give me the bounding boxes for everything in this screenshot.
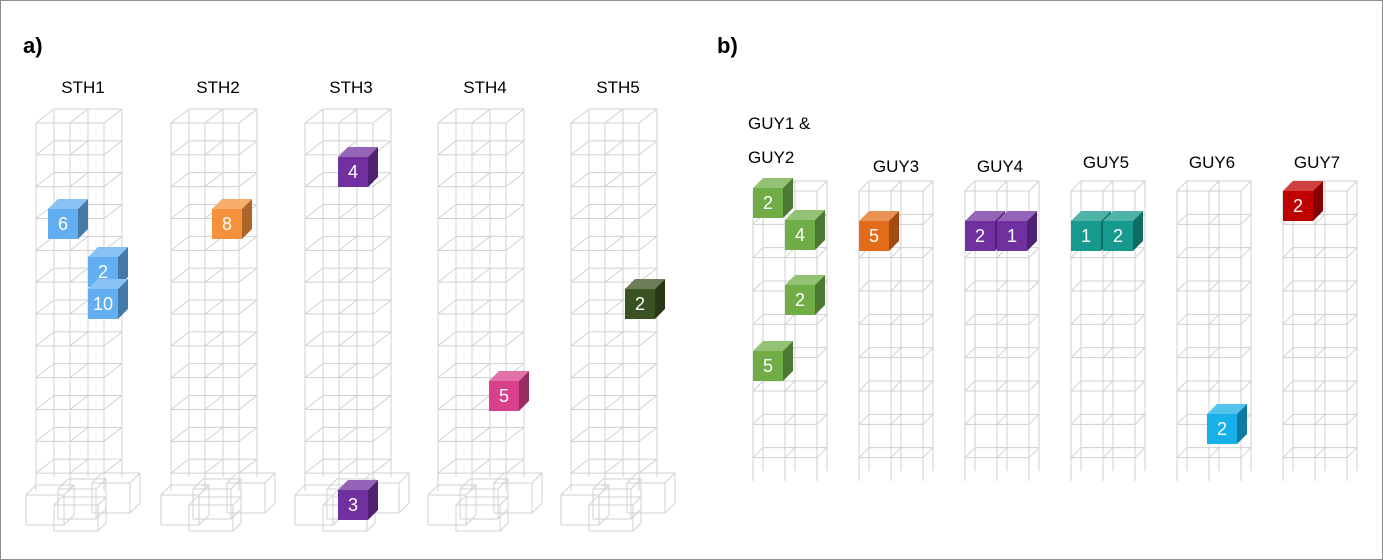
panel-a-cube-value: 2	[98, 262, 108, 282]
panel-b-cube: 2	[785, 275, 825, 315]
panel-a-cube-value: 10	[93, 294, 113, 314]
panel-b-cube-value: 5	[869, 226, 879, 246]
panel-b-cube: 4	[785, 210, 825, 250]
guy1-guy2-label-line2: GUY2	[748, 148, 794, 167]
panel-b-cube-value: 1	[1081, 226, 1091, 246]
panel-a-cube: 10	[88, 279, 128, 319]
panel-b-cube: 2	[1283, 181, 1323, 221]
panel-a-cube-value: 5	[499, 386, 509, 406]
panel-b-cube-value: 2	[1293, 196, 1303, 216]
panel-b-cube-value: 2	[795, 290, 805, 310]
panel-b-cube-value: 2	[1217, 419, 1227, 439]
sth4-label: STH4	[463, 78, 506, 97]
tower-base	[25, 472, 141, 532]
panel-a-cube-value: 8	[222, 214, 232, 234]
panel-a-cube: 3	[338, 480, 378, 520]
wireframe-tower	[1176, 180, 1252, 481]
tower-base	[427, 472, 543, 532]
panel-a-cube: 4	[338, 147, 378, 187]
panel-a-cube-value: 4	[348, 162, 358, 182]
panel-a-cube-value: 6	[58, 214, 68, 234]
panel-b-cube-value: 1	[1007, 226, 1017, 246]
sth3-label: STH3	[329, 78, 372, 97]
panel-a-cube: 6	[48, 199, 88, 239]
guy7-label: GUY7	[1294, 153, 1340, 172]
panel-b-letter: b)	[717, 33, 738, 58]
panel-a-cube: 2	[88, 247, 128, 287]
wireframe-grids	[25, 108, 1358, 532]
guy1-guy2-label-line1: GUY1 &	[748, 114, 811, 133]
panel-b-cube-value: 2	[975, 226, 985, 246]
panel-b-cube-value: 2	[763, 193, 773, 213]
sth2-label: STH2	[196, 78, 239, 97]
guy6-label: GUY6	[1189, 153, 1235, 172]
panel-b-cube: 2	[1103, 211, 1143, 251]
wireframe-tower	[1282, 180, 1358, 481]
panel-b-cube-value: 2	[1113, 226, 1123, 246]
tower-base	[160, 472, 276, 532]
guy4-label: GUY4	[977, 157, 1023, 176]
panel-a-cube-value: 2	[635, 294, 645, 314]
wireframe-tower	[858, 180, 934, 481]
panel-b-cube: 5	[753, 341, 793, 381]
cubes: 6 2 10 8 4 3 5 2 2 4 2 5 5 2 1 1 2 2 2	[48, 147, 1323, 520]
panel-a-letter: a)	[23, 33, 43, 58]
panel-a-cube-value: 3	[348, 495, 358, 515]
panel-b-cube: 2	[753, 178, 793, 218]
panel-b-cube: 2	[1207, 404, 1247, 444]
sth5-label: STH5	[596, 78, 639, 97]
panel-b-cube: 5	[859, 211, 899, 251]
panel-b-cube-value: 5	[763, 356, 773, 376]
panel-a-cube: 2	[625, 279, 665, 319]
panel-a-cube: 5	[489, 371, 529, 411]
panel-b-cube: 1	[997, 211, 1037, 251]
guy5-label: GUY5	[1083, 153, 1129, 172]
panel-a-cube: 8	[212, 199, 252, 239]
sth1-label: STH1	[61, 78, 104, 97]
panel-b-cube-value: 4	[795, 225, 805, 245]
wireframe-tower	[170, 108, 258, 491]
guy3-label: GUY3	[873, 157, 919, 176]
tower-base	[560, 472, 676, 532]
wireframe-tower	[437, 108, 525, 491]
